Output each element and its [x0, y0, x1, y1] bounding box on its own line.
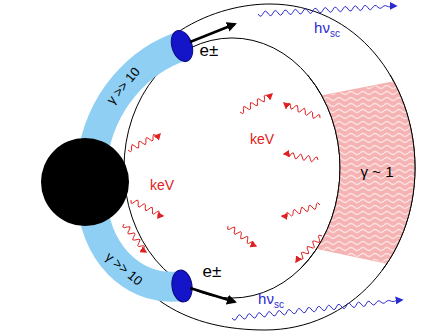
scattered-photon — [232, 300, 402, 320]
black-hole — [41, 138, 129, 226]
xray-photon — [123, 224, 146, 252]
xray-photon — [240, 94, 272, 114]
xray-photon — [131, 200, 163, 216]
xray-photon — [284, 153, 318, 162]
particle-label: e± — [203, 263, 222, 282]
scattered-photon — [258, 5, 396, 16]
pair-blob — [170, 269, 194, 303]
loop-inner — [124, 38, 340, 298]
region-shape — [300, 75, 418, 270]
motion-arrow — [190, 288, 235, 302]
photon-label: hν — [258, 291, 274, 308]
pair-blob — [168, 28, 197, 65]
subscript: sc — [330, 28, 340, 39]
xray-photon — [228, 226, 256, 246]
xray-photon — [284, 103, 320, 118]
xray-photon — [282, 203, 320, 216]
particle-label: e± — [200, 42, 219, 61]
motion-arrow — [190, 24, 235, 42]
energy-label: keV — [250, 132, 274, 147]
subscript: sc — [274, 299, 284, 310]
photon-label: hν — [314, 20, 330, 37]
xray-photon — [128, 134, 160, 152]
energy-label: keV — [150, 178, 174, 193]
region-fill — [300, 77, 418, 270]
jet-tube — [92, 46, 182, 160]
lorentz-factor: γ ~ 1 — [361, 164, 394, 181]
hot-region: γ ~ 1 — [300, 75, 418, 270]
